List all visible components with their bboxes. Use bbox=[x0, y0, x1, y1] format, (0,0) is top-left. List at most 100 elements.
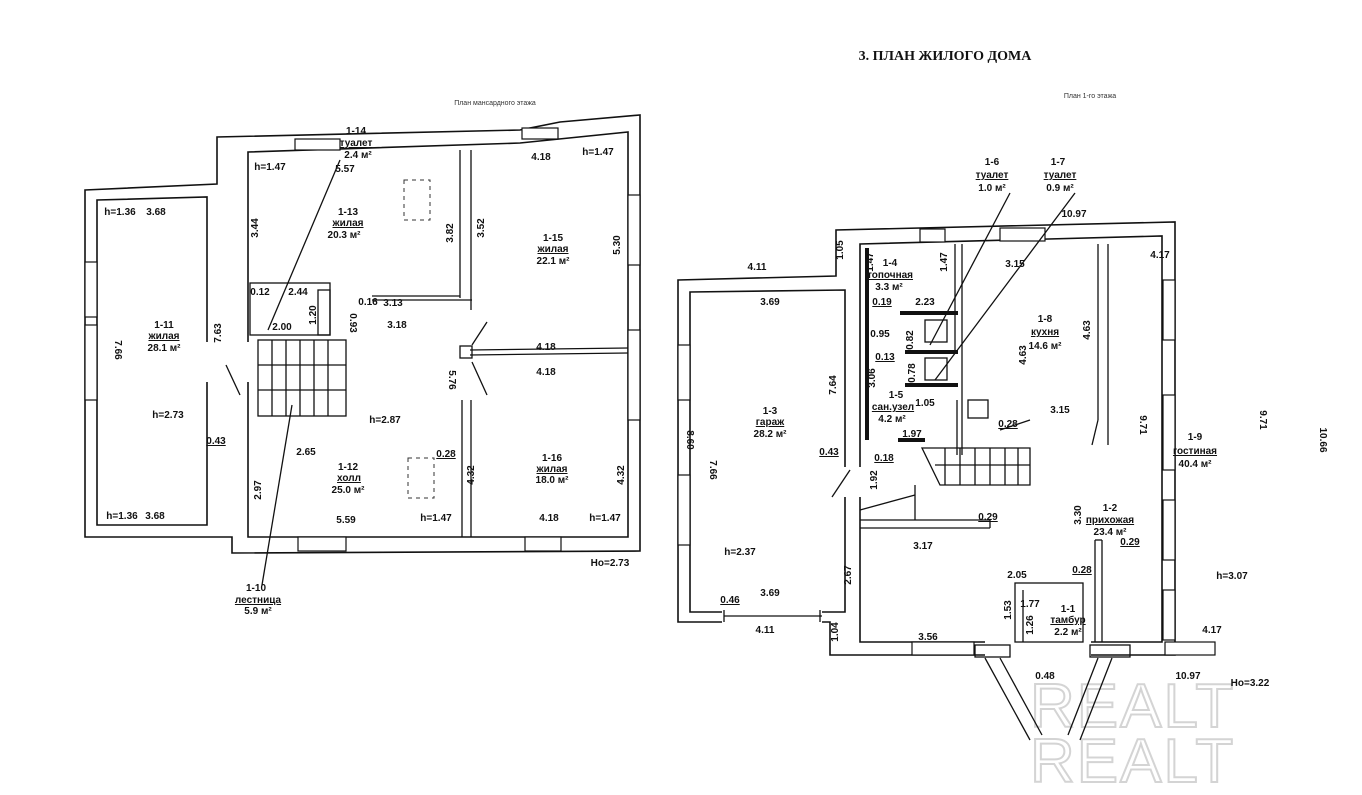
room-label-1-15: 1-15 жилая 22.1 м² bbox=[537, 233, 571, 267]
wall-line bbox=[459, 345, 473, 359]
window bbox=[524, 536, 562, 552]
wall-line bbox=[1014, 582, 1084, 643]
dimension-label: Hо=2.73 bbox=[591, 558, 630, 569]
room-label-text: 1-6 bbox=[985, 157, 1000, 168]
dimension-label: 4.63 bbox=[1018, 345, 1029, 365]
plan-subtitle: План 1-го этажа bbox=[1064, 93, 1116, 100]
dimension-label: h=1.47 bbox=[589, 513, 621, 524]
room-label-text: 1-3 bbox=[763, 406, 778, 417]
room-label-text: жилая bbox=[148, 331, 180, 342]
watermark: REALT REALT bbox=[1029, 671, 1235, 795]
window bbox=[1162, 499, 1176, 561]
room-label-1-3: 1-3 гараж 28.2 м² bbox=[754, 406, 788, 440]
room-label-text: 1-15 bbox=[543, 233, 563, 244]
dimension-label: 5.59 bbox=[336, 515, 356, 526]
dimension-label: 0.43 bbox=[819, 447, 839, 458]
interior-walls bbox=[859, 244, 1109, 643]
window bbox=[84, 324, 98, 401]
wall-line bbox=[999, 657, 1043, 736]
dimension-label: 8.60 bbox=[684, 430, 695, 450]
dimension-label: 1.47 bbox=[939, 252, 950, 272]
room-label-text: 28.1 м² bbox=[148, 343, 182, 354]
dimension-label: 4.63 bbox=[1082, 320, 1093, 340]
room-label-1-10: 1-10 лестница 5.9 м² bbox=[235, 583, 282, 617]
sheet-title: 3. ПЛАН ЖИЛОГО ДОМА bbox=[859, 49, 1033, 64]
wall-line bbox=[471, 321, 488, 346]
dimension-label: 5.57 bbox=[335, 164, 355, 175]
watermark-text: REALT bbox=[1030, 727, 1235, 795]
dimension-label: 0.43 bbox=[206, 436, 226, 447]
dimension-label: 3.82 bbox=[445, 223, 456, 243]
room-label-text: жилая bbox=[536, 464, 568, 475]
dimension-label: 1.92 bbox=[869, 470, 880, 490]
dimension-label: 7.64 bbox=[828, 375, 839, 395]
window bbox=[919, 228, 946, 243]
dimension-label: 3.18 bbox=[387, 320, 407, 331]
dimension-label: 2.44 bbox=[288, 287, 308, 298]
room-label-1-7: 1-7 туалет 0.9 м² bbox=[1044, 157, 1077, 194]
dimension-label: 0.13 bbox=[875, 352, 895, 363]
room-label-1-8: 1-8 кухня 14.6 м² bbox=[1029, 314, 1063, 352]
staircase bbox=[257, 339, 347, 417]
leader-line bbox=[934, 192, 1076, 381]
windows bbox=[84, 127, 641, 552]
room-label-text: 1-7 bbox=[1051, 157, 1066, 168]
dimension-label: 0.93 bbox=[347, 313, 358, 333]
dimension-label: 4.17 bbox=[1202, 625, 1222, 636]
room-label-text: жилая bbox=[537, 244, 569, 255]
dimension-label: 5.76 bbox=[446, 370, 457, 390]
room-label-1-12: 1-12 холл 25.0 м² bbox=[332, 462, 366, 496]
dimension-label: 2.00 bbox=[272, 322, 292, 333]
dimension-label: 0.29 bbox=[1120, 537, 1140, 548]
wall-line bbox=[469, 347, 629, 351]
room-label-text: 2.2 м² bbox=[1054, 627, 1082, 638]
dimension-label: 4.32 bbox=[466, 465, 477, 485]
dimension-label: 10.97 bbox=[1175, 671, 1200, 682]
dimension-label: 4.32 bbox=[616, 465, 627, 485]
wall-line bbox=[999, 419, 1031, 431]
dimension-label: 1.77 bbox=[1020, 599, 1040, 610]
wall-line bbox=[924, 319, 948, 343]
room-label-text: 1-2 bbox=[1103, 503, 1118, 514]
dimension-label: 2.65 bbox=[296, 447, 316, 458]
window bbox=[1162, 394, 1176, 471]
room-label-text: 0.9 м² bbox=[1046, 183, 1074, 194]
dimension-label: h=2.37 bbox=[724, 547, 756, 558]
leader-line bbox=[929, 192, 1011, 346]
dimension-label: 3.13 bbox=[383, 298, 403, 309]
dimension-label: 3.56 bbox=[918, 632, 938, 643]
dimension-label: 0.12 bbox=[250, 287, 270, 298]
room-label-text: тамбур bbox=[1050, 614, 1085, 626]
room-label-text: 1-14 bbox=[346, 126, 366, 137]
window bbox=[1164, 641, 1216, 656]
dimension-label: h=1.36 bbox=[106, 511, 138, 522]
room-label-text: прихожая bbox=[1086, 515, 1134, 526]
dimension-label: 0.46 bbox=[720, 595, 740, 606]
room-label-text: 40.4 м² bbox=[1179, 459, 1213, 470]
room-label-text: 1-9 bbox=[1188, 432, 1203, 443]
dimension-label: 0.29 bbox=[978, 512, 998, 523]
dimension-label: 3.15 bbox=[1050, 405, 1070, 416]
room-label-text: 1-4 bbox=[883, 258, 898, 269]
dimension-label: 0.28 bbox=[436, 449, 456, 460]
room-label-text: 1-13 bbox=[338, 207, 358, 218]
room-label-text: 14.6 м² bbox=[1029, 341, 1063, 352]
dimension-label: h=1.36 bbox=[104, 207, 136, 218]
room-label-1-6: 1-6 туалет 1.0 м² bbox=[976, 157, 1009, 194]
dimension-label: 0.95 bbox=[870, 329, 890, 340]
dimension-label: 10.97 bbox=[1061, 209, 1086, 220]
staircase bbox=[920, 447, 1031, 486]
skylight bbox=[403, 179, 431, 221]
dimension-label: 0.28 bbox=[998, 419, 1018, 430]
room-label-text: 22.1 м² bbox=[537, 256, 571, 267]
wall-line bbox=[967, 399, 989, 419]
window bbox=[1162, 279, 1176, 341]
dimension-label: 3.44 bbox=[250, 218, 261, 238]
first-floor-plan: План 1-го этажа 1-6 туалет 1.0 м² 1-7 ту… bbox=[677, 93, 1328, 741]
door-leaf bbox=[225, 364, 241, 396]
window bbox=[677, 344, 691, 401]
dimension-label: 10.66 bbox=[1317, 427, 1328, 452]
room-label-1-9: 1-9 гостиная 40.4 м² bbox=[1173, 432, 1217, 470]
room-label-1-13: 1-13 жилая 20.3 м² bbox=[328, 207, 364, 241]
room-label-text: жилая bbox=[332, 218, 364, 229]
